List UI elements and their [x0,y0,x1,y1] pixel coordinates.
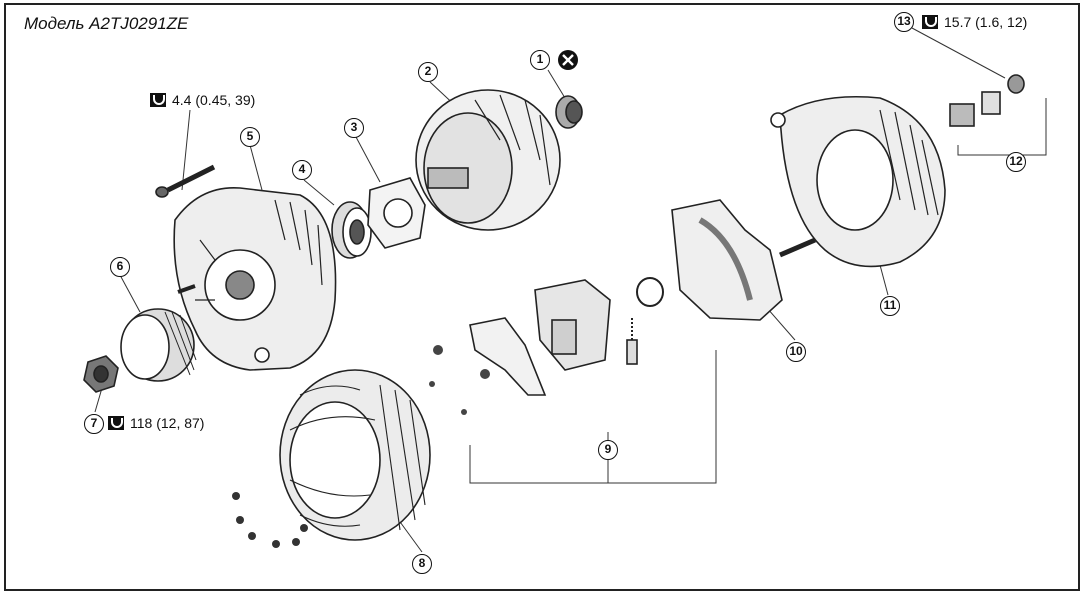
callout-11: 11 [880,296,900,316]
stator [279,369,431,541]
callout-4: 4 [292,160,312,180]
callout-2: 2 [418,62,438,82]
callout-13: 13 [894,12,914,32]
torque-spec-terminal-nut: 15.7 (1.6, 12) [922,14,1027,30]
brush-plate [469,317,547,396]
torque-spec-through-bolt: 4.4 (0.45, 39) [150,92,255,108]
torque-wrench-icon [108,416,124,430]
pulley-nut [83,355,119,393]
rotor-bushing [555,95,583,129]
callout-3: 3 [344,118,364,138]
torque-spec-pulley-nut: 118 (12, 87) [108,415,204,431]
bracket-group-9 [469,350,717,484]
callout-5: 5 [240,127,260,147]
stator-screws [232,492,308,548]
through-bolt [155,164,216,198]
front-bearing [331,201,372,259]
callout-6: 6 [110,257,130,277]
diagram-frame [4,3,1080,591]
brush-spring [626,318,638,365]
rear-housing [770,95,946,268]
torque-wrench-icon [922,15,938,29]
pulley [120,308,197,382]
not-reusable-icon [558,50,578,70]
torque-value: 4.4 (0.45, 39) [172,92,256,108]
model-title: Модель A2TJ0291ZE [24,14,189,33]
b-terminal-assembly [949,74,1025,127]
torque-wrench-icon [150,93,166,107]
regulator-block [534,279,611,371]
torque-value: 15.7 (1.6, 12) [944,14,1028,30]
torque-value: 118 (12, 87) [130,415,205,431]
regulator-screws [429,345,490,415]
bearing-retainer-plate [367,177,426,249]
callout-12: 12 [1006,152,1026,172]
small-screw [177,284,196,294]
callout-1: 1 [530,50,550,70]
bracket-group-12 [957,98,1047,156]
callout-9: 9 [598,440,618,460]
snap-ring [636,277,664,307]
callout-8: 8 [412,554,432,574]
rotor [415,89,561,231]
rectifier [671,199,816,321]
callout-10: 10 [786,342,806,362]
callout-7: 7 [84,414,104,434]
front-housing [173,187,337,371]
